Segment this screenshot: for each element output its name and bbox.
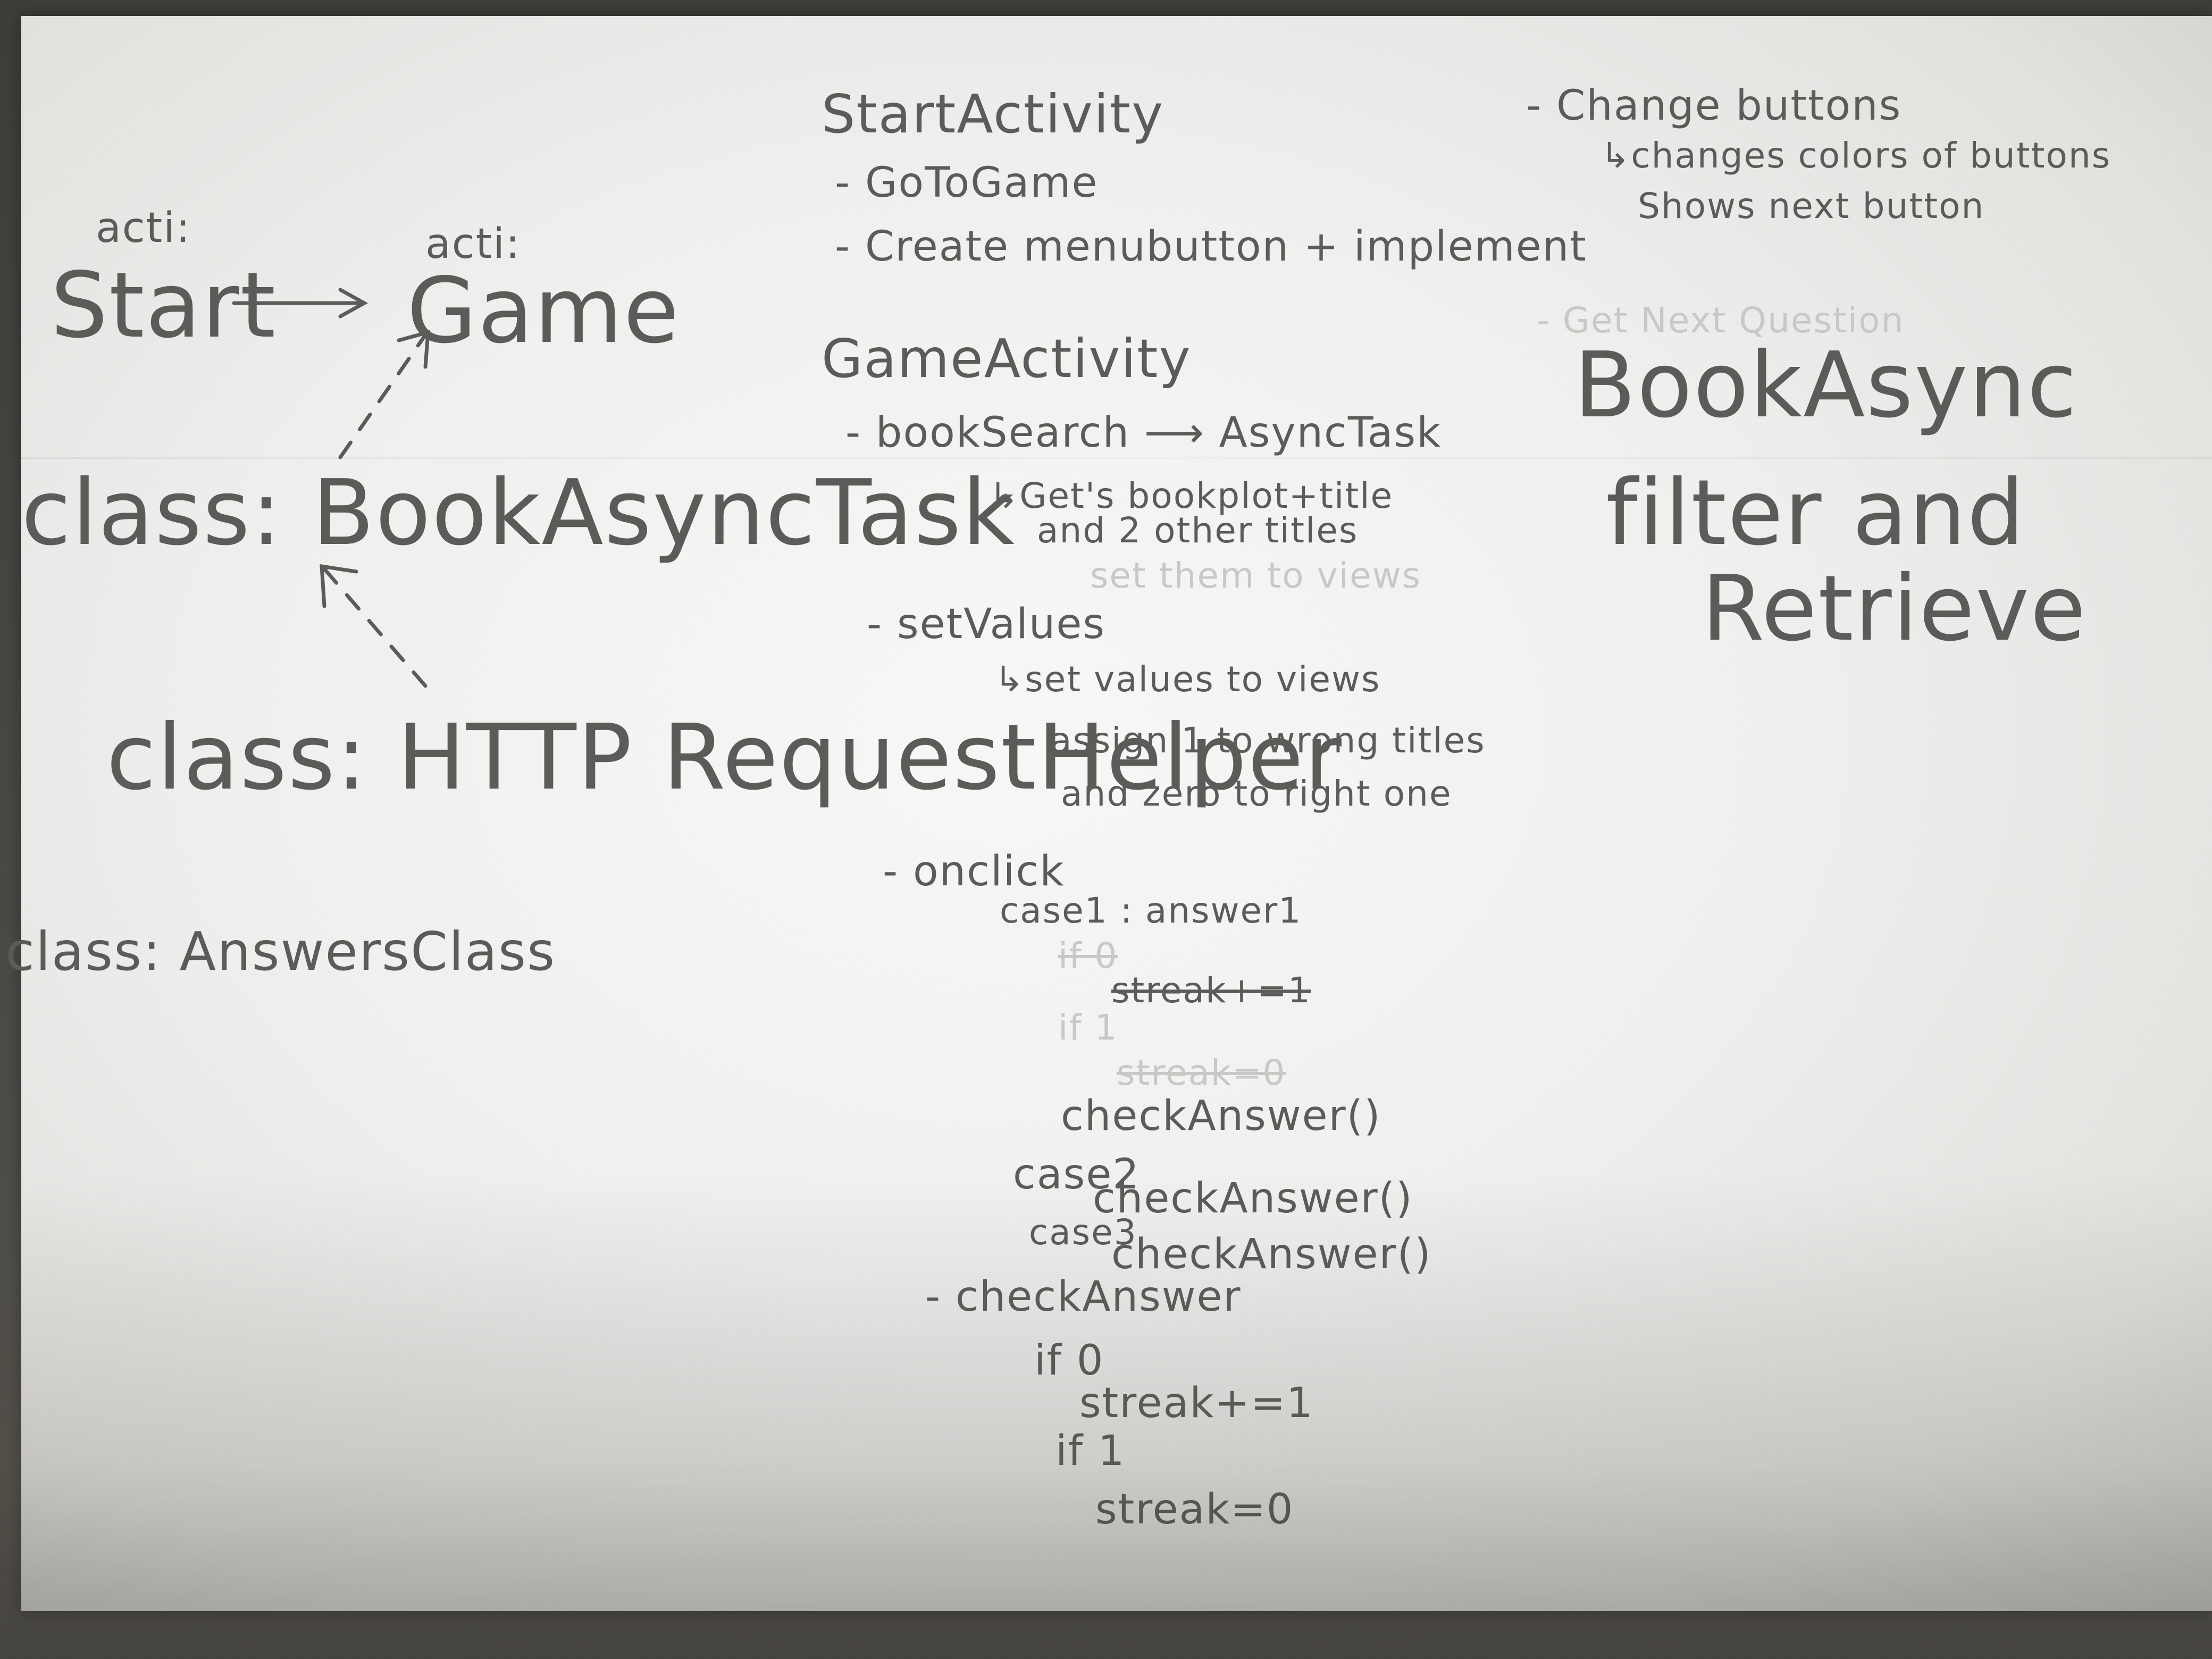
case1-struck-streak-inc: streak+=1: [1111, 970, 1311, 1011]
game-activity-title: GameActivity: [822, 328, 1192, 390]
set-values-item: - setValues: [867, 600, 1105, 648]
book-search-item: - bookSearch ⟶ AsyncTask: [845, 409, 1442, 457]
case2-check-answer: checkAnswer(): [1093, 1175, 1413, 1222]
case1-struck-streak-reset: streak=0: [1117, 1052, 1286, 1093]
case2-label: case2: [1013, 1151, 1140, 1199]
onclick-item: - onclick: [883, 848, 1065, 895]
set-values-note-3: and zero to right one: [1061, 773, 1452, 814]
case1-check-answer: checkAnswer(): [1061, 1092, 1381, 1140]
start-node: Start: [51, 253, 277, 358]
check-answer-item: - checkAnswer: [925, 1273, 1242, 1321]
change-buttons-note-1: ↳changes colors of buttons: [1601, 135, 2112, 176]
change-buttons-item: - Change buttons: [1526, 82, 1902, 130]
start-activity-title: StartActivity: [822, 83, 1164, 145]
paper-sheet: [21, 16, 2212, 1611]
check-if-1: if 1: [1055, 1427, 1126, 1475]
check-if-0: if 0: [1034, 1337, 1104, 1385]
start-prefix: acti:: [96, 204, 191, 252]
check-streak-increment: streak+=1: [1079, 1379, 1314, 1427]
paper-fold: [21, 457, 2212, 459]
case1-label: case1 : answer1: [1000, 890, 1302, 931]
set-values-note-1: ↳set values to views: [994, 659, 1381, 700]
book-async-task-class: class: BookAsyncTask: [21, 460, 1016, 566]
case1-struck-if0: if 0: [1058, 935, 1118, 976]
case3-label: case3: [1029, 1212, 1137, 1253]
case1-struck-if1: if 1: [1058, 1007, 1118, 1048]
case3-check-answer: checkAnswer(): [1111, 1230, 1432, 1278]
set-values-note-2: assign 1 to wrong titles: [1050, 720, 1486, 761]
book-async-note: BookAsync: [1574, 333, 2078, 438]
filter-and-note: filter and: [1606, 460, 2026, 566]
check-streak-reset: streak=0: [1095, 1486, 1294, 1534]
start-activity-item-2: - Create menubutton + implement: [835, 223, 1587, 271]
game-prefix: acti:: [425, 220, 521, 268]
book-search-note-faint: set them to views: [1090, 555, 1422, 596]
book-search-note-1: ↳Get's bookplot+title: [989, 475, 1394, 516]
get-next-question-faint: - Get Next Question: [1537, 300, 1905, 341]
answers-class: class: AnswersClass: [5, 920, 556, 983]
change-buttons-note-2: Shows next button: [1638, 186, 1985, 227]
game-node: Game: [407, 258, 681, 364]
start-activity-item-1: - GoToGame: [835, 159, 1099, 207]
book-search-note-2: and 2 other titles: [1037, 510, 1359, 551]
http-request-helper-class: class: HTTP RequestHelper: [106, 705, 1343, 810]
retrieve-note: Retrieve: [1702, 556, 2087, 661]
